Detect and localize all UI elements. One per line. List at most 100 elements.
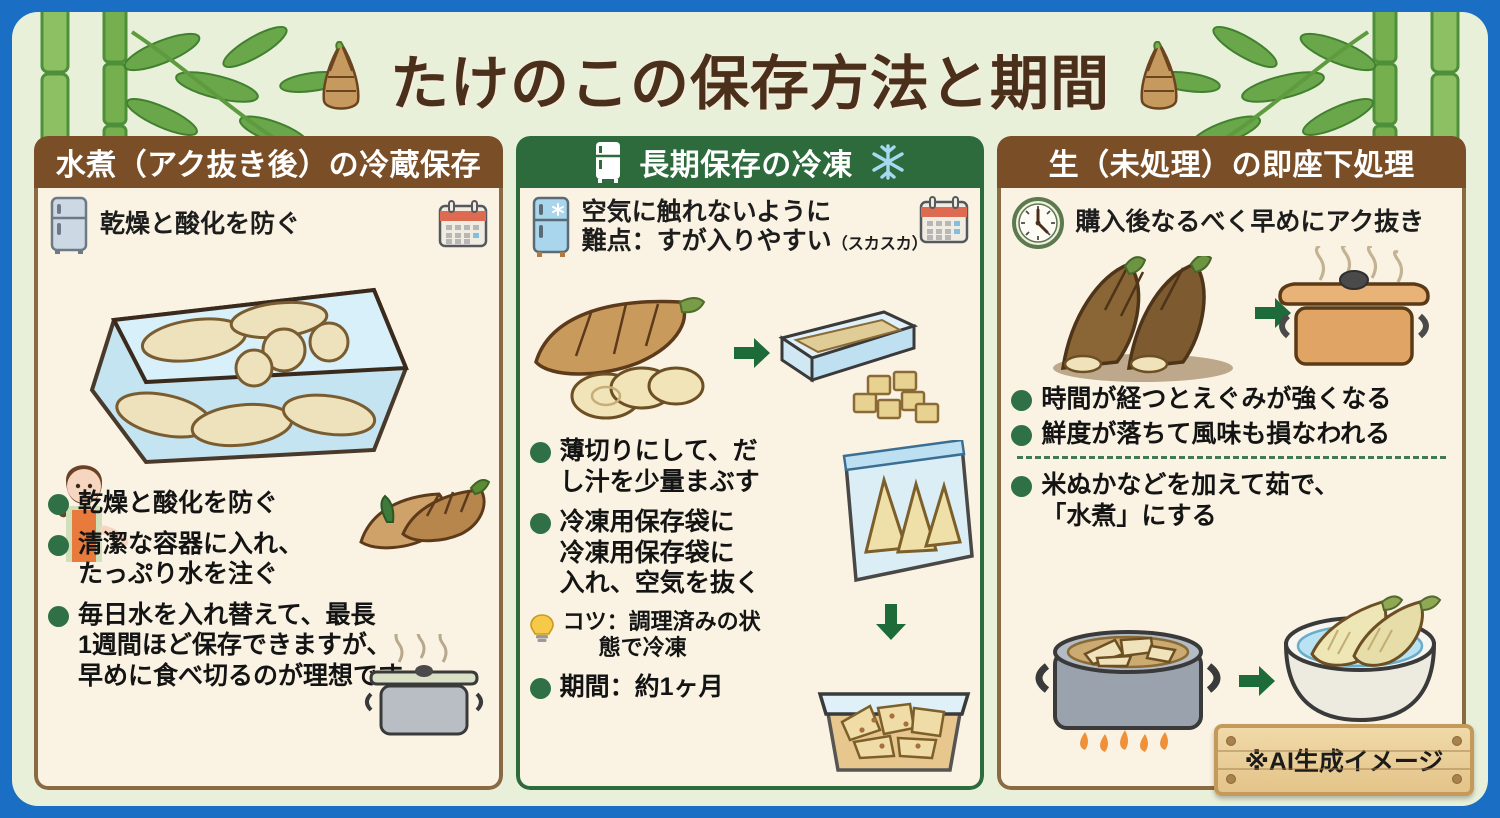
arrow-right-icon [733, 338, 770, 368]
screw-icon [1226, 774, 1236, 784]
section-divider [1017, 456, 1447, 459]
bullet-text: 冷凍用保存袋に [559, 538, 735, 567]
list-item: 乾燥と酸化を防ぐ [48, 488, 489, 519]
refrigerator-icon [50, 196, 88, 254]
arrow-down-icon [876, 604, 907, 640]
column-2-header: 長期保存の冷凍 [515, 136, 985, 188]
bullet-dot-icon [48, 534, 69, 556]
column-3-subhead: 購入後なるべく早めにアク抜き [1001, 188, 1462, 252]
column-1-subhead: 乾燥と酸化を防ぐ [38, 188, 499, 256]
column-2-bullets: 薄切りにして、だ し汁を少量まぶす 冷凍用保存袋に 冷凍用保存袋に 入れ、空気を… [520, 436, 800, 713]
list-item: 期間：約1ヶ月 [529, 672, 790, 703]
page-title: たけのこの保存方法と期間 [389, 50, 1110, 117]
bamboo-shoot-and-slices-illustration [533, 297, 705, 420]
plank-line [1218, 768, 1470, 770]
column-3-header: 生（未処理）の即座下処理 [997, 136, 1467, 188]
freezer-bag-illustration [842, 440, 975, 583]
bullet-text: 時間が経つとえぐみが強くなる [1041, 385, 1392, 413]
bullet-text: 態で冷凍 [598, 635, 687, 661]
list-item-tip: コツ：調理済みの状 態で冷凍 [529, 608, 790, 663]
screw-icon [1452, 774, 1462, 784]
raw-bamboo-shoots-illustration [358, 479, 490, 550]
bullet-dot-icon [48, 605, 69, 627]
wrapped-frozen-block-illustration [778, 310, 918, 383]
bullet-dot-icon [529, 442, 551, 463]
poster-title-row: たけのこの保存方法と期間 [12, 26, 1488, 130]
steaming-pot-illustration [364, 634, 483, 736]
poster-inner: たけのこの保存方法と期間 水煮（アク抜き後）の冷蔵保存 [12, 12, 1488, 806]
bullet-text: 「水煮」にする [1041, 501, 1217, 530]
bullet-dot-icon [1011, 424, 1033, 446]
column-1-body: 乾燥と酸化を防ぐ [34, 188, 503, 790]
column-2-subhead: 空気に触れないように 難点：すが入りやすい（スカスカ） [520, 188, 981, 260]
raw-bamboo-shoots-in-soil-illustration [1053, 256, 1234, 382]
column-2-header-label: 長期保存の冷凍 [639, 149, 853, 182]
list-item: 毎日水を入れ替えて、最長 1週間ほど保存できますが、 早めに食べ切るのが理想です… [48, 600, 489, 692]
list-item: 時間が経つとえぐみが強くなる [1011, 384, 1452, 415]
column-2-subhead-line1: 空気に触れないように [581, 197, 832, 226]
column-2-body: 空気に触れないように 難点：すが入りやすい（スカスカ） [515, 188, 985, 790]
list-item: 鮮度が落ちて風味も損なわれる [1011, 419, 1452, 450]
clock-icon [1012, 197, 1065, 249]
bullet-dot-icon [529, 513, 551, 534]
frozen-cubes-illustration [852, 370, 939, 424]
list-item: 米ぬかなどを加えて茹で、 「水煮」にする [1011, 470, 1452, 531]
freezer-icon [532, 196, 569, 257]
bamboo-shoot-icon-right [1140, 41, 1178, 110]
method-columns: 水煮（アク抜き後）の冷蔵保存 乾燥と酸化を防ぐ [34, 136, 1467, 790]
arrow-right-icon [1239, 666, 1276, 696]
bullet-text: コツ：調理済みの状 [562, 608, 761, 634]
column-3-subhead-text: 購入後なるべく早めにアク抜き [1075, 208, 1425, 237]
refrigerator-icon [596, 142, 621, 183]
ai-sign-label: ※AI生成イメージ [1244, 748, 1444, 776]
column-2-subhead-line2-row: 難点：すが入りやすい（スカスカ） [582, 227, 928, 257]
woman-presenting-illustration [55, 465, 129, 562]
column-1-header: 水煮（アク抜き後）の冷蔵保存 [34, 136, 503, 188]
bullet-dot-icon [1011, 390, 1033, 411]
bullet-dot-icon [1011, 476, 1033, 497]
bullet-text: 早めに食べ切るのが理想です。 [78, 661, 426, 690]
bullet-text: 清潔な容器に入れ、 [78, 529, 304, 558]
bullet-text: 1週間ほど保存できますが、 [78, 631, 392, 659]
column-1-subhead-text: 乾燥と酸化を防ぐ [100, 210, 301, 239]
bullet-dot-icon [48, 494, 69, 515]
column-frozen-storage: 長期保存の冷凍 [515, 136, 985, 790]
column-3-bullets-top: 時間が経つとえぐみが強くなる 鮮度が落ちて風味も損なわれる 米ぬかなどを加えて茹… [1001, 384, 1462, 541]
cooked-dish-container-illustration [817, 692, 971, 772]
water-container-illustration [89, 287, 409, 465]
bullet-text: たっぷり水を注ぐ [78, 560, 279, 588]
boiling-pot-with-rice-bran-illustration [1035, 630, 1221, 752]
screw-icon [1226, 736, 1236, 746]
bullet-dot-icon [529, 678, 551, 700]
bullet-text: 毎日水を入れ替えて、最長 [78, 600, 376, 629]
steaming-pot-illustration [1278, 246, 1430, 366]
snowflake-icon [872, 144, 904, 180]
bullet-text: 入れ、空気を抜く [559, 569, 760, 597]
bowl-with-boiled-shoots-illustration [1284, 595, 1442, 723]
column-2-subhead-text: 空気に触れないように 難点：すが入りやすい（スカスカ） [582, 198, 928, 257]
list-item: 薄切りにして、だ し汁を少量まぶす [529, 436, 790, 497]
column-2-subhead-line2-note: （スカスカ） [831, 236, 928, 253]
bullet-text: 乾燥と酸化を防ぐ [78, 489, 279, 517]
bullet-text: 冷凍用保存袋に [559, 508, 735, 536]
lightbulb-icon [529, 613, 554, 642]
bullet-text: 鮮度が落ちて風味も損なわれる [1041, 419, 1391, 448]
bullet-text: 薄切りにして、だ [559, 437, 758, 465]
column-1-bullets: 乾燥と酸化を防ぐ 清潔な容器に入れ、 たっぷり水を注ぐ [38, 488, 499, 701]
bamboo-shoot-icon-left [322, 41, 360, 110]
plank-line [1218, 750, 1470, 752]
bullet-text: 米ぬかなどを加えて茹で、 [1041, 471, 1340, 499]
column-3-header-label: 生（未処理）の即座下処理 [1048, 149, 1415, 182]
ai-generated-image-sign: ※AI生成イメージ [1214, 724, 1474, 796]
column-3-body: 購入後なるべく早めにアク抜き [997, 188, 1467, 790]
list-item: 冷凍用保存袋に 冷凍用保存袋に 入れ、空気を抜く [529, 507, 790, 599]
column-1-header-label: 水煮（アク抜き後）の冷蔵保存 [55, 149, 482, 182]
bullet-text: し汁を少量まぶす [559, 467, 760, 496]
calendar-icon [438, 200, 487, 248]
column-2-subhead-line2: 難点：すが入りやすい [581, 227, 832, 255]
list-item: 清潔な容器に入れ、 たっぷり水を注ぐ [48, 529, 489, 590]
calendar-icon [920, 196, 969, 244]
column-raw-pretreatment: 生（未処理）の即座下処理 [997, 136, 1467, 790]
screw-icon [1452, 736, 1462, 746]
